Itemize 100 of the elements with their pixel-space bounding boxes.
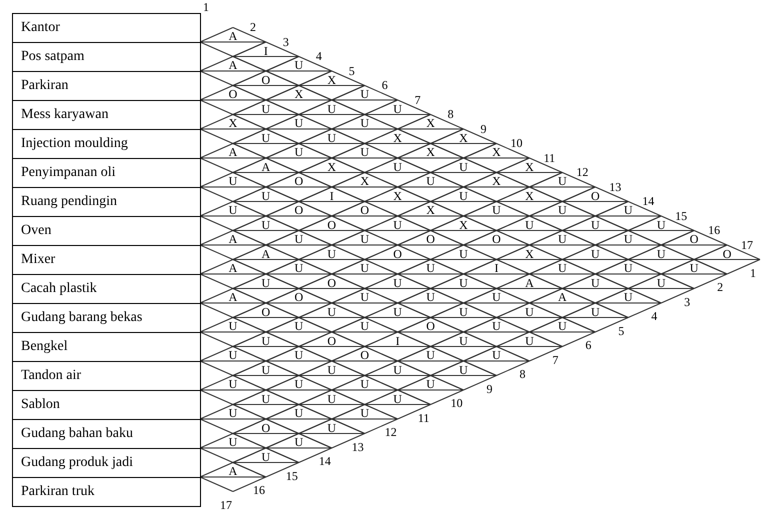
relationship-code: X (525, 160, 534, 172)
relationship-code: U (459, 364, 468, 376)
department-box: Kantor (12, 13, 201, 43)
department-box: Tandon air (12, 361, 201, 391)
department-number: 1 (750, 266, 756, 279)
relationship-code: U (262, 364, 270, 376)
relationship-code: O (426, 320, 435, 332)
department-number: 10 (450, 397, 463, 410)
relationship-code: U (525, 334, 534, 346)
relationship-code: U (624, 233, 633, 245)
relationship-code: U (525, 306, 534, 318)
relationship-code: O (690, 233, 698, 245)
relationship-code: U (228, 204, 238, 216)
relationship-code: U (492, 291, 501, 303)
relationship-code: I (330, 190, 334, 202)
department-number: 17 (741, 238, 754, 251)
relationship-code: O (393, 248, 402, 260)
relationship-code: X (459, 132, 468, 144)
relationship-code: O (228, 88, 238, 100)
relationship-code: U (228, 407, 238, 419)
department-number: 14 (642, 195, 654, 208)
department-box: Injection moulding (12, 129, 201, 159)
relationship-code: A (262, 248, 270, 260)
relationship-code: U (558, 320, 567, 332)
relationship-code: I (264, 44, 268, 56)
relationship-code: U (624, 262, 633, 274)
relationship-code: O (492, 233, 501, 245)
relationship-code: X (393, 132, 402, 144)
relationship-code: X (492, 175, 501, 187)
relationship-code: U (360, 146, 370, 158)
relationship-code: U (294, 262, 304, 274)
relationship-code: U (426, 175, 435, 187)
relationship-code: U (262, 132, 270, 144)
relationship-code: O (426, 233, 435, 245)
relationship-code: U (327, 392, 336, 404)
relationship-code: U (459, 160, 468, 172)
relationship-code: U (590, 248, 600, 260)
relationship-code: U (327, 306, 336, 318)
relationship-code: U (228, 175, 238, 187)
department-number: 2 (717, 281, 724, 294)
department-box: Pos satpam (12, 42, 201, 72)
relationship-code: U (459, 276, 468, 288)
relationship-code: U (228, 320, 238, 332)
department-box: Gudang barang bekas (12, 303, 201, 333)
relationship-code: U (262, 334, 270, 346)
relationship-code: U (393, 364, 402, 376)
department-number: 14 (318, 455, 331, 468)
relationship-code: O (294, 204, 304, 216)
relationship-code: I (396, 334, 400, 346)
relationship-code: X (492, 146, 501, 158)
relationship-code: O (327, 276, 336, 288)
department-box: Ruang pendingin (12, 187, 201, 217)
relationship-code: U (294, 320, 304, 332)
relationship-code: U (294, 117, 304, 129)
relationship-code: U (393, 306, 402, 318)
department-number: 3 (282, 36, 289, 48)
department-number: 5 (348, 64, 355, 77)
department-box: Parkiran truk (12, 477, 201, 507)
relationship-code: U (294, 436, 304, 448)
relationship-code: U (360, 233, 370, 245)
relationship-code: U (228, 436, 238, 448)
relationship-code: U (360, 262, 370, 274)
relationship-code: U (690, 262, 698, 274)
relationship-code: A (558, 291, 567, 303)
relationship-code: O (262, 74, 270, 86)
relationship-code: O (722, 248, 732, 260)
relationship-code: A (525, 276, 534, 288)
relationship-code: U (426, 291, 435, 303)
relationship-code: U (624, 204, 633, 216)
relationship-code: U (656, 248, 666, 260)
relationship-code: A (228, 30, 238, 42)
department-number: 7 (552, 354, 558, 366)
relationship-code: U (624, 291, 633, 303)
relationship-code: U (590, 306, 600, 318)
relationship-code: U (558, 204, 567, 216)
relationship-code: U (262, 392, 270, 404)
department-number: 5 (618, 324, 624, 337)
relationship-code: U (360, 88, 370, 100)
relationship-code: U (459, 248, 468, 260)
relationship-code: A (228, 291, 238, 303)
relationship-code: A (228, 262, 238, 274)
department-box: Gudang produk jadi (12, 448, 201, 478)
relationship-code: U (262, 190, 270, 202)
relationship-code: A (228, 146, 238, 158)
department-number: 12 (384, 426, 397, 438)
relationship-code: U (262, 102, 270, 114)
department-number: 11 (544, 152, 556, 164)
relationship-code: U (393, 276, 402, 288)
department-box: Mixer (12, 245, 201, 275)
relationship-code: U (294, 378, 304, 390)
department-number: 1 (203, 0, 209, 13)
relationship-code: X (228, 117, 238, 129)
department-number: 3 (684, 296, 690, 308)
relationship-code: U (459, 190, 468, 202)
relationship-code: X (426, 204, 435, 216)
department-number: 13 (352, 440, 364, 453)
relationship-code: O (294, 291, 304, 303)
relationship-code: U (294, 407, 304, 419)
relationship-code: U (360, 117, 370, 129)
department-box: Mess karyawan (12, 100, 201, 130)
